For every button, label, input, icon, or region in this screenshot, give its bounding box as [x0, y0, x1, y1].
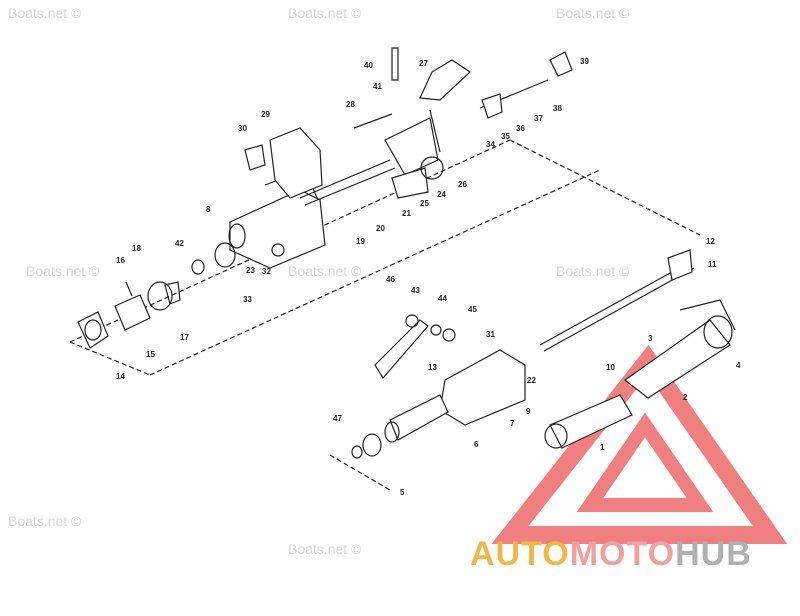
callout-38: 38	[553, 104, 562, 113]
callout-17: 17	[180, 333, 189, 342]
callout-32: 32	[262, 267, 271, 276]
callout-44: 44	[438, 294, 447, 303]
callout-26: 26	[458, 180, 467, 189]
callout-46: 46	[386, 275, 395, 284]
brand-moto: MOTO	[569, 535, 676, 573]
watermark: Boats.net ©	[556, 5, 630, 21]
callout-29: 29	[261, 110, 270, 119]
callout-31: 31	[486, 330, 495, 339]
callout-4: 4	[736, 361, 741, 370]
watermark: Boats.net ©	[288, 263, 362, 279]
watermark: Boats.net ©	[288, 5, 362, 21]
callout-7: 7	[510, 419, 515, 428]
watermark: Boats.net ©	[8, 5, 82, 21]
callout-11: 11	[708, 260, 717, 269]
callout-19: 19	[356, 237, 365, 246]
callout-23: 23	[246, 266, 255, 275]
callout-40: 40	[364, 61, 373, 70]
callout-37: 37	[534, 114, 543, 123]
callout-28: 28	[346, 100, 355, 109]
callout-47: 47	[333, 414, 342, 423]
watermark: Boats.net ©	[288, 541, 362, 557]
callout-14: 14	[116, 372, 125, 381]
callout-42: 42	[175, 239, 184, 248]
callout-41: 41	[373, 82, 382, 91]
brand-hub: HUB	[675, 535, 752, 573]
callout-3: 3	[648, 334, 653, 343]
callout-1: 1	[600, 443, 605, 452]
callout-13: 13	[428, 363, 437, 372]
watermark: Boats.net ©	[26, 263, 100, 279]
logo-triangle	[491, 344, 788, 544]
callout-10: 10	[606, 363, 615, 372]
watermark: Boats.net ©	[556, 263, 630, 279]
callout-12: 12	[706, 237, 715, 246]
callout-35: 35	[501, 132, 510, 141]
watermark: Boats.net ©	[8, 513, 82, 529]
callout-20: 20	[376, 224, 385, 233]
parts-linework	[69, 47, 736, 491]
brand-logo: AUTOMOTOHUB	[470, 535, 752, 574]
callout-27: 27	[419, 59, 428, 68]
callout-16: 16	[116, 256, 125, 265]
callout-25: 25	[420, 199, 429, 208]
callout-24: 24	[437, 190, 446, 199]
brand-auto: AUTO	[470, 535, 570, 573]
callout-8: 8	[206, 205, 211, 214]
callout-33: 33	[243, 295, 252, 304]
callout-22: 22	[527, 376, 536, 385]
callout-43: 43	[411, 286, 420, 295]
callout-36: 36	[516, 124, 525, 133]
callout-18: 18	[132, 244, 141, 253]
callout-2: 2	[683, 393, 688, 402]
callout-5: 5	[400, 488, 405, 497]
callout-6: 6	[474, 440, 479, 449]
callout-45: 45	[468, 305, 477, 314]
callout-9: 9	[526, 407, 531, 416]
callout-39: 39	[580, 57, 589, 66]
callout-34: 34	[486, 140, 495, 149]
callout-15: 15	[146, 350, 155, 359]
callout-21: 21	[402, 209, 411, 218]
callout-30: 30	[238, 124, 247, 133]
